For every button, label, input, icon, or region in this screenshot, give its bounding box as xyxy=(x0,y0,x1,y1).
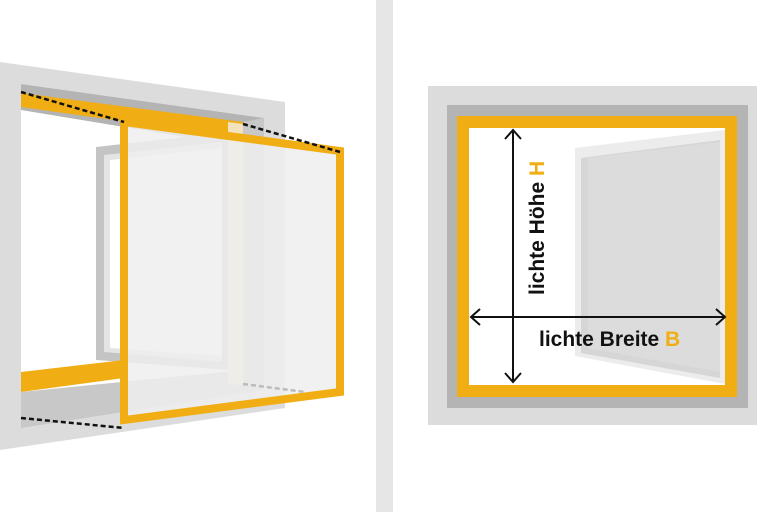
panel-divider xyxy=(376,0,393,512)
measurement-diagram: lichte Höhe H lichte Breite B xyxy=(393,0,768,512)
height-letter: H xyxy=(526,161,549,176)
width-label: lichte Breite B xyxy=(539,328,680,351)
measurement-illustration: lichte Höhe H lichte Breite B xyxy=(428,86,757,425)
perspective-illustration xyxy=(0,62,344,450)
width-letter: B xyxy=(665,328,680,351)
height-label: lichte Höhe H xyxy=(526,161,549,295)
perspective-diagram xyxy=(0,0,376,512)
